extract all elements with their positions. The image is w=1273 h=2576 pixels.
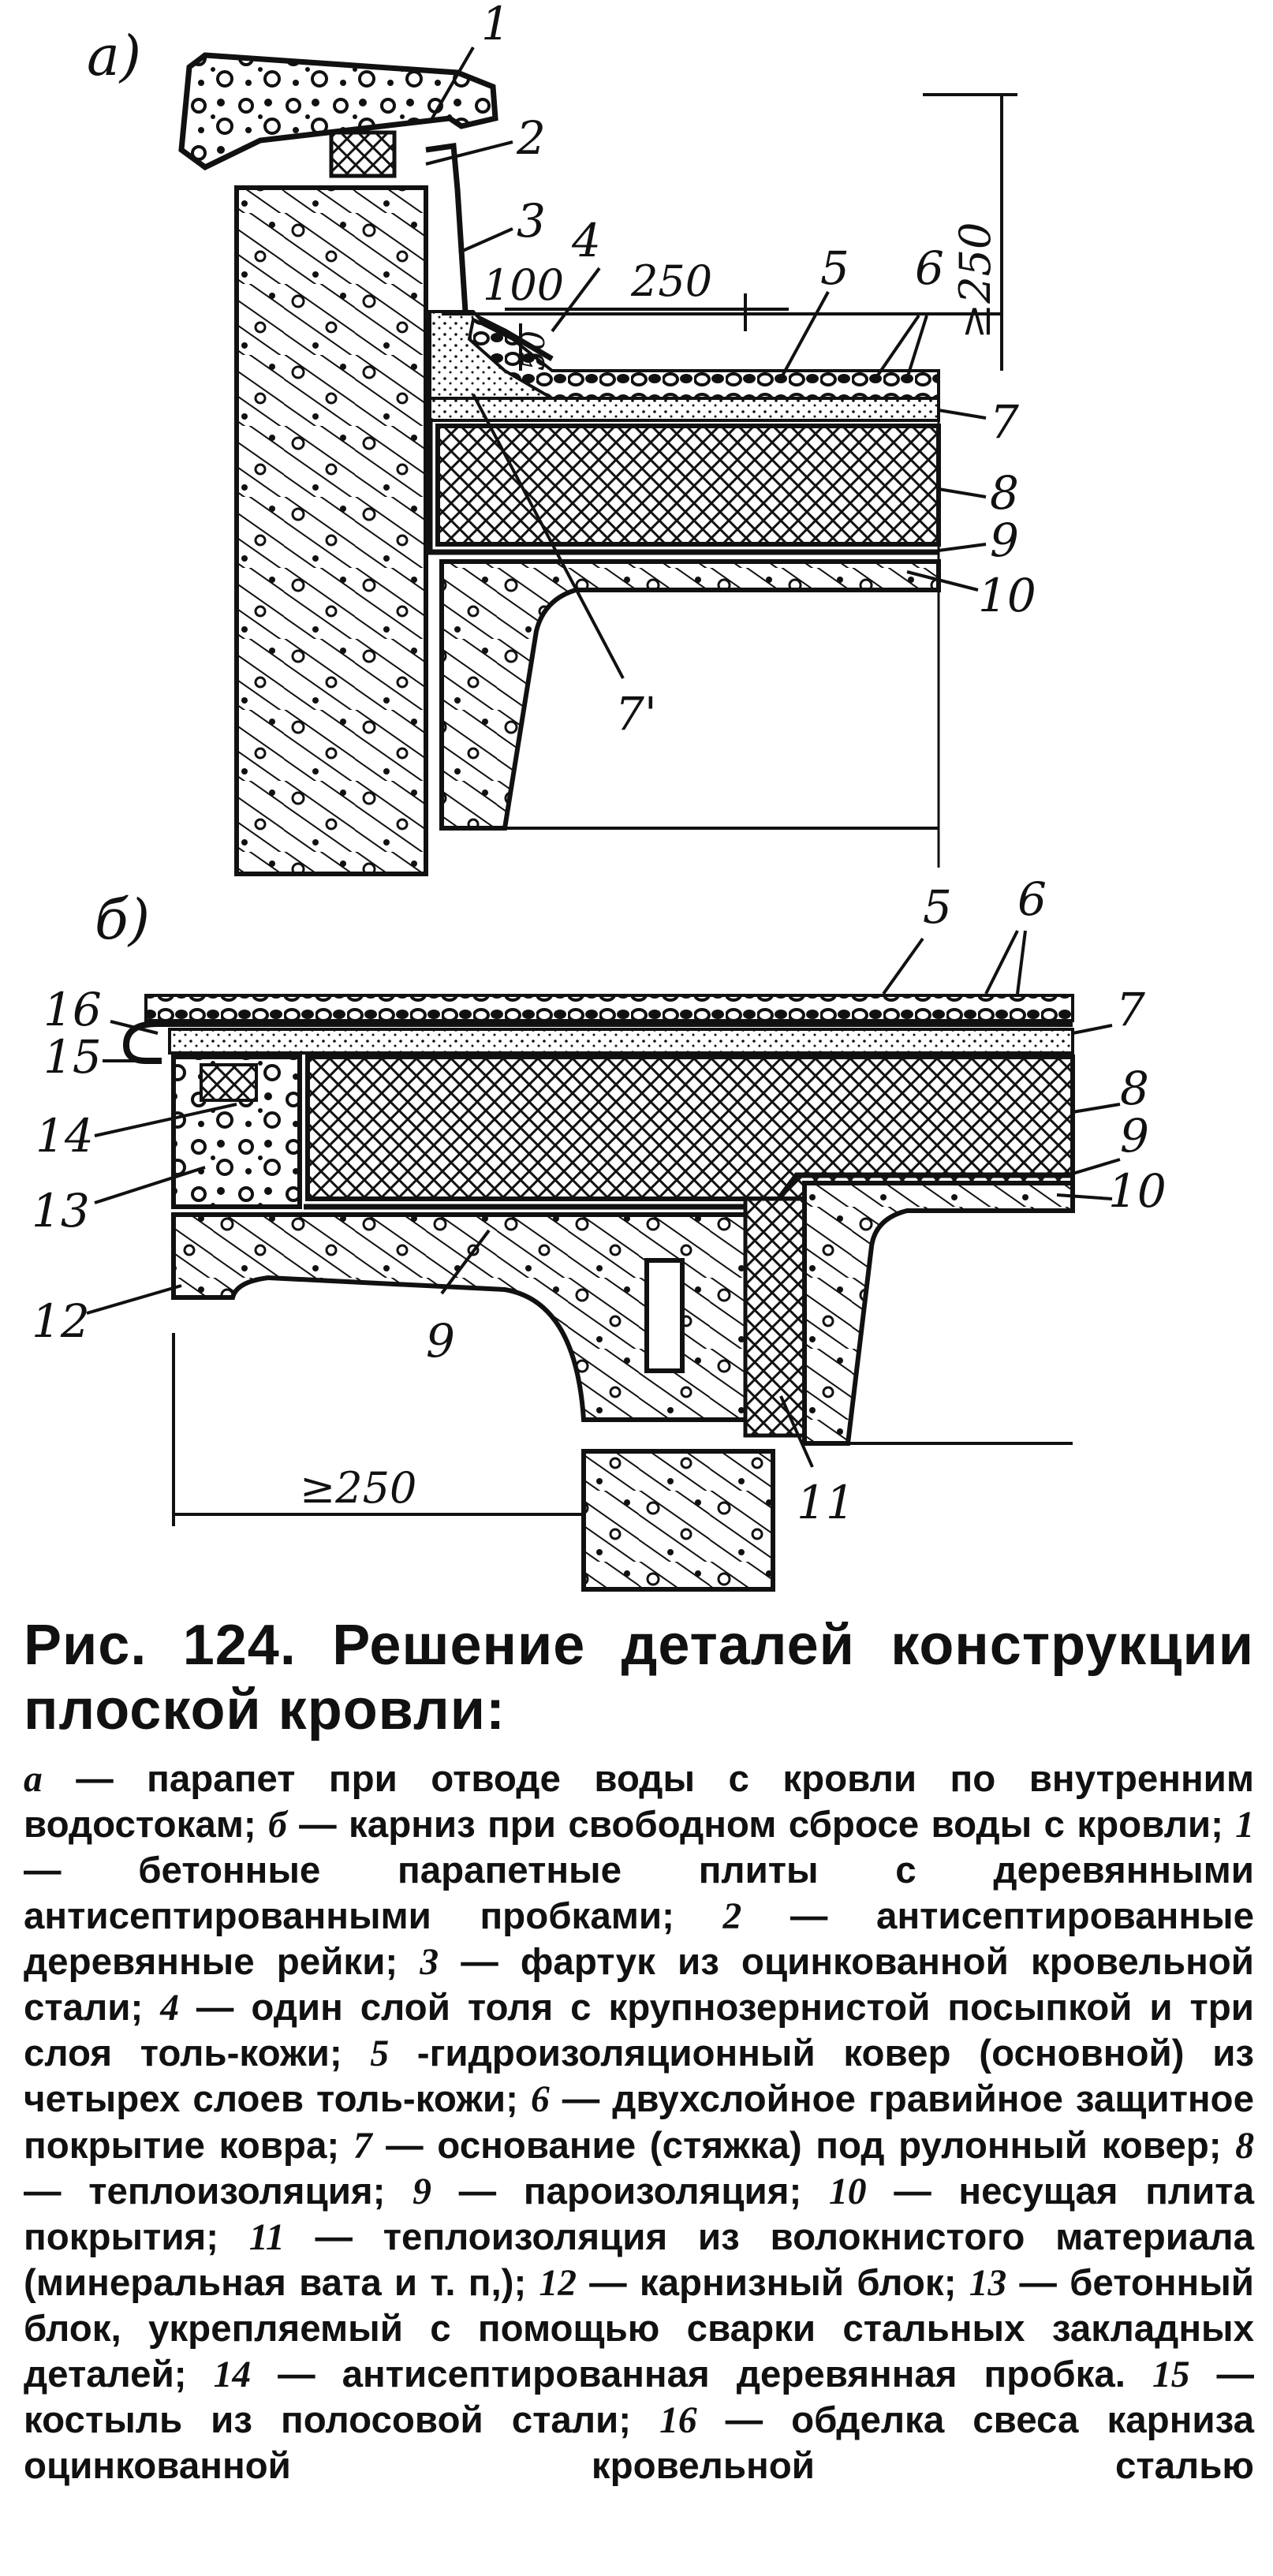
legend-key: 14 — [213, 2354, 252, 2395]
callout-b-9: 9 — [1120, 1109, 1149, 1163]
callout-b-16: 16 — [43, 983, 102, 1036]
legend-key: 6 — [530, 2079, 550, 2121]
legend-key: 15 — [1152, 2354, 1190, 2395]
callout-b-11: 11 — [797, 1476, 855, 1529]
callout-7prime: 7' — [615, 687, 657, 741]
legend-key: 10 — [828, 2171, 867, 2212]
legend-key: 4 — [160, 1988, 179, 2029]
dim-b-ge-250: ≥250 — [300, 1463, 416, 1513]
figure-a-label: а) — [87, 24, 141, 88]
vapor-barrier — [427, 418, 939, 555]
screed-layer-b — [168, 1028, 1074, 1055]
legend-text: -гидроизоляционный ковер (основной) из ч… — [24, 2033, 1255, 2121]
cornice-block — [171, 1212, 775, 1422]
legend-text: — бетонный блок, укрепляемый с помощью с… — [24, 2262, 1255, 2395]
legend-key: 3 — [420, 1941, 439, 1983]
roof-detail-drawing: а) 1 2 3 4 5 6 7 8 9 10 7' 100 250 ≥250 … — [32, 0, 1167, 1592]
caption-body: а — парапет при отводе воды с кровли по … — [24, 1757, 1254, 2488]
wooden-plug — [200, 1063, 258, 1102]
legend-text: — обделка свеса карниза оцинкованной кро… — [24, 2399, 1254, 2488]
callout-5: 5 — [820, 241, 849, 295]
legend-key: 8 — [1235, 2125, 1254, 2167]
bearing-slab — [439, 559, 941, 831]
callout-b-10: 10 — [1108, 1164, 1167, 1218]
legend-key: 7 — [353, 2125, 372, 2167]
legend-key: 16 — [659, 2399, 697, 2441]
legend-text: — один слой толя с крупнозернистой посып… — [24, 1987, 1254, 2075]
figure-b-label: б) — [95, 887, 150, 952]
callout-9: 9 — [990, 513, 1019, 567]
figure-caption: Рис. 124. Решение деталей конструкции пл… — [24, 1613, 1254, 2488]
callout-b-6: 6 — [1017, 872, 1047, 926]
parapet-slab — [178, 52, 498, 171]
legend-text: — фартук из оцинкованной кровельной стал… — [24, 1940, 1254, 2029]
callout-b-15: 15 — [43, 1030, 102, 1084]
callout-b-9-lower: 9 — [426, 1314, 455, 1368]
legend-key: 12 — [539, 2263, 577, 2305]
fibre-insulation — [743, 1197, 807, 1438]
callout-b-7: 7 — [1116, 983, 1145, 1036]
legend-text: — теплоизоляция; — [24, 2170, 413, 2212]
legend-text: — пароизоляция; — [431, 2170, 829, 2212]
bearing-slab-b — [802, 1181, 1075, 1446]
dim-100: 100 — [483, 260, 564, 310]
vapor-barrier-b — [304, 1172, 1073, 1210]
insulation-layer — [435, 424, 941, 547]
callout-4: 4 — [571, 214, 601, 267]
legend-key: 5 — [370, 2033, 390, 2075]
legend-key: 13 — [969, 2263, 1007, 2305]
callout-1: 1 — [481, 0, 510, 50]
callout-b-13: 13 — [32, 1184, 90, 1238]
wall-below — [581, 1449, 775, 1592]
figure-b: б) 5 6 7 8 9 10 16 15 14 13 12 9 11 ≥250 — [32, 872, 1167, 1592]
dim-50: 50 — [516, 330, 552, 371]
screed-layer — [428, 397, 940, 422]
callout-8: 8 — [990, 466, 1019, 520]
legend-key: а — [24, 1759, 43, 1800]
legend-text: — антисептированные деревянные рейки; — [24, 1895, 1255, 1983]
dim-250: 250 — [630, 256, 712, 306]
legend-key: 11 — [248, 2217, 285, 2259]
callout-10: 10 — [978, 569, 1036, 622]
legend-key: 2 — [722, 1895, 742, 1937]
legend-text: — бетонные парапетные плиты с деревянным… — [24, 1850, 1254, 1937]
callout-3: 3 — [517, 194, 546, 248]
figure-a: а) 1 2 3 4 5 6 7 8 9 10 7' 100 250 ≥250 … — [87, 0, 1036, 876]
legend-text: — карнизный блок; — [577, 2262, 969, 2305]
legend-text: — костыль из полосовой стали; — [24, 2353, 1254, 2441]
legend-text: — основание (стяжка) под рулонный ковер; — [371, 2124, 1236, 2167]
legend-text: — несущая плита покрытия; — [24, 2170, 1254, 2259]
parapet-wall — [234, 185, 428, 876]
callout-b-14: 14 — [35, 1109, 94, 1163]
callout-b-5: 5 — [923, 880, 952, 934]
legend-text: — теплоизоляция из волокнистого материал… — [24, 2216, 1254, 2305]
legend-text: — парапет при отводе воды с кровли по вн… — [24, 1758, 1254, 1846]
gravel-protection-b — [144, 994, 1074, 1022]
dim-ge-250-vertical: ≥250 — [950, 222, 1000, 339]
callout-7: 7 — [990, 395, 1019, 449]
legend-text: — карниз при свободном сбросе воды с кро… — [286, 1804, 1236, 1846]
legend-key: 9 — [413, 2171, 431, 2212]
legend-key: б — [268, 1805, 287, 1846]
block-void — [644, 1258, 685, 1373]
callout-b-12: 12 — [32, 1294, 90, 1348]
callout-2: 2 — [516, 111, 546, 165]
callout-b-8: 8 — [1120, 1062, 1149, 1115]
legend-key: 1 — [1235, 1805, 1254, 1846]
callout-6: 6 — [915, 241, 944, 295]
caption-title: Рис. 124. Решение деталей конструкции пл… — [24, 1614, 1254, 1742]
legend-text: — антисептированная деревянная пробка. — [251, 2353, 1152, 2395]
wooden-batten — [329, 130, 397, 178]
legend-text: — двухслойное гравийное защитное покрыти… — [24, 2078, 1254, 2167]
